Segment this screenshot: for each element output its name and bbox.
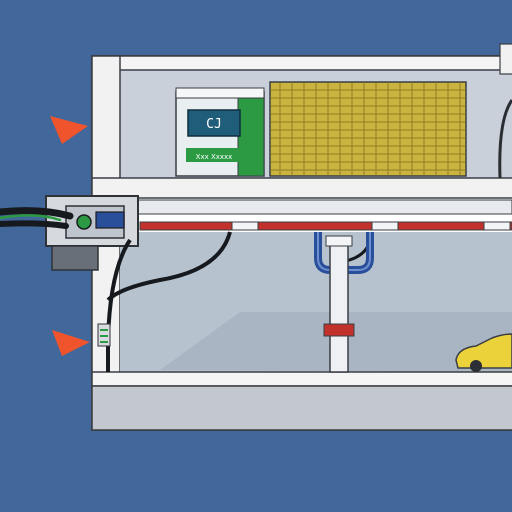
electrical-connector (97, 323, 111, 347)
left-arrow-marker-top (50, 116, 88, 144)
battery-device: CJ Xxx Xxxxx (175, 87, 265, 177)
horizontal-pipe (119, 199, 512, 231)
device-screen-text: CJ (206, 117, 222, 132)
control-box-foot (51, 245, 99, 271)
radiator-grille (269, 81, 467, 177)
control-box (45, 195, 139, 271)
lower-cable (106, 231, 232, 302)
left-arrow-marker-bottom (52, 330, 90, 356)
device-screen (187, 109, 241, 137)
vertical-pipe (314, 232, 374, 373)
upper-shelf-lip (91, 55, 512, 71)
connector-block-icon (95, 211, 125, 229)
right-top-cap (499, 43, 512, 75)
cable-bundle (0, 207, 74, 229)
bottom-rail (91, 371, 512, 387)
upper-right-cable (498, 99, 512, 179)
middle-shelf (91, 177, 512, 199)
base-block (91, 385, 512, 431)
device-label-strip (186, 148, 242, 162)
device-green-side (237, 91, 265, 177)
device-top-band (175, 87, 265, 99)
status-light-icon (76, 214, 92, 230)
grille-mesh (270, 82, 466, 176)
device-label-text: Xxx Xxxxx (196, 153, 233, 161)
